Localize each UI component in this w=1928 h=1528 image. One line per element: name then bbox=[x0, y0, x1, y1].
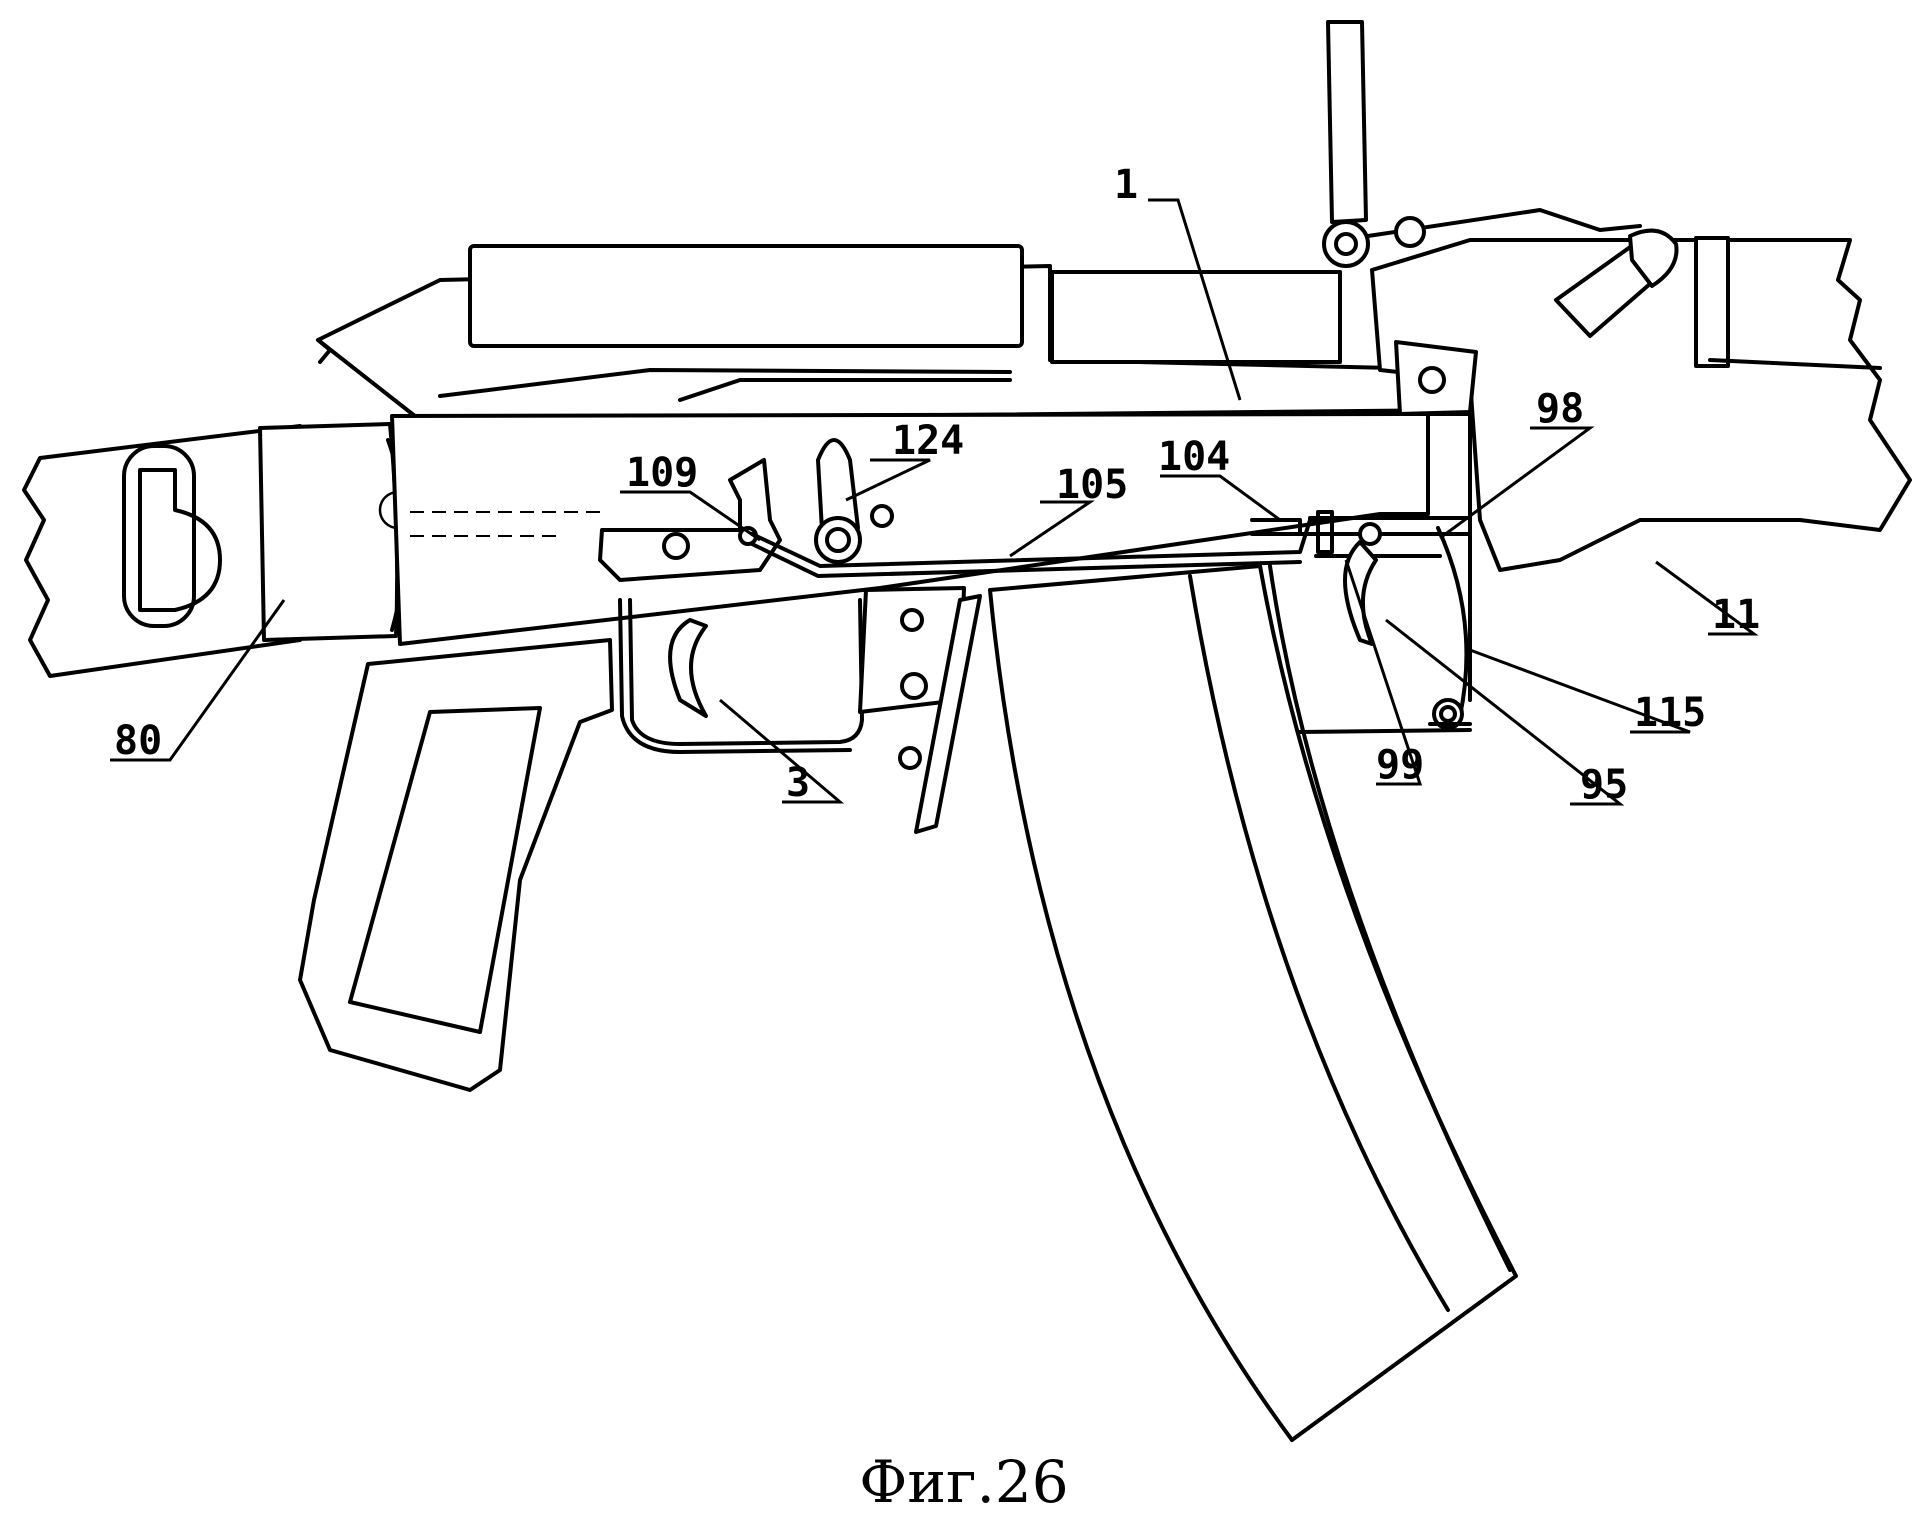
trigger-99 bbox=[1343, 522, 1382, 646]
receiver-1 bbox=[390, 340, 1478, 702]
magazine bbox=[988, 564, 1518, 1442]
spring-95 bbox=[1298, 526, 1472, 734]
reference-labels: 1 124 109 104 105 98 11 115 95 99 3 80 bbox=[114, 162, 1760, 808]
figure-caption: Фиг.26 bbox=[859, 1448, 1068, 1516]
stock bbox=[22, 424, 302, 678]
label-104: 104 bbox=[1158, 434, 1230, 480]
label-105: 105 bbox=[1056, 462, 1128, 508]
label-80: 80 bbox=[114, 718, 162, 764]
label-11: 11 bbox=[1712, 592, 1760, 638]
leader-lines bbox=[110, 198, 1759, 806]
pistol-grip bbox=[298, 638, 614, 1092]
label-95: 95 bbox=[1580, 762, 1628, 808]
label-1: 1 bbox=[1114, 162, 1138, 208]
label-124: 124 bbox=[892, 418, 964, 464]
label-3: 3 bbox=[786, 760, 810, 806]
trigger-guard bbox=[618, 598, 864, 754]
sight-leaf bbox=[1322, 20, 1679, 338]
lever-124 bbox=[814, 438, 894, 564]
top-cover bbox=[316, 244, 1482, 422]
label-99: 99 bbox=[1376, 742, 1424, 788]
trigger-3 bbox=[668, 618, 708, 718]
sear-109 bbox=[598, 458, 782, 582]
label-98: 98 bbox=[1536, 386, 1584, 432]
label-115: 115 bbox=[1634, 690, 1706, 736]
label-109: 109 bbox=[626, 450, 698, 496]
mag-well-block bbox=[858, 586, 982, 834]
